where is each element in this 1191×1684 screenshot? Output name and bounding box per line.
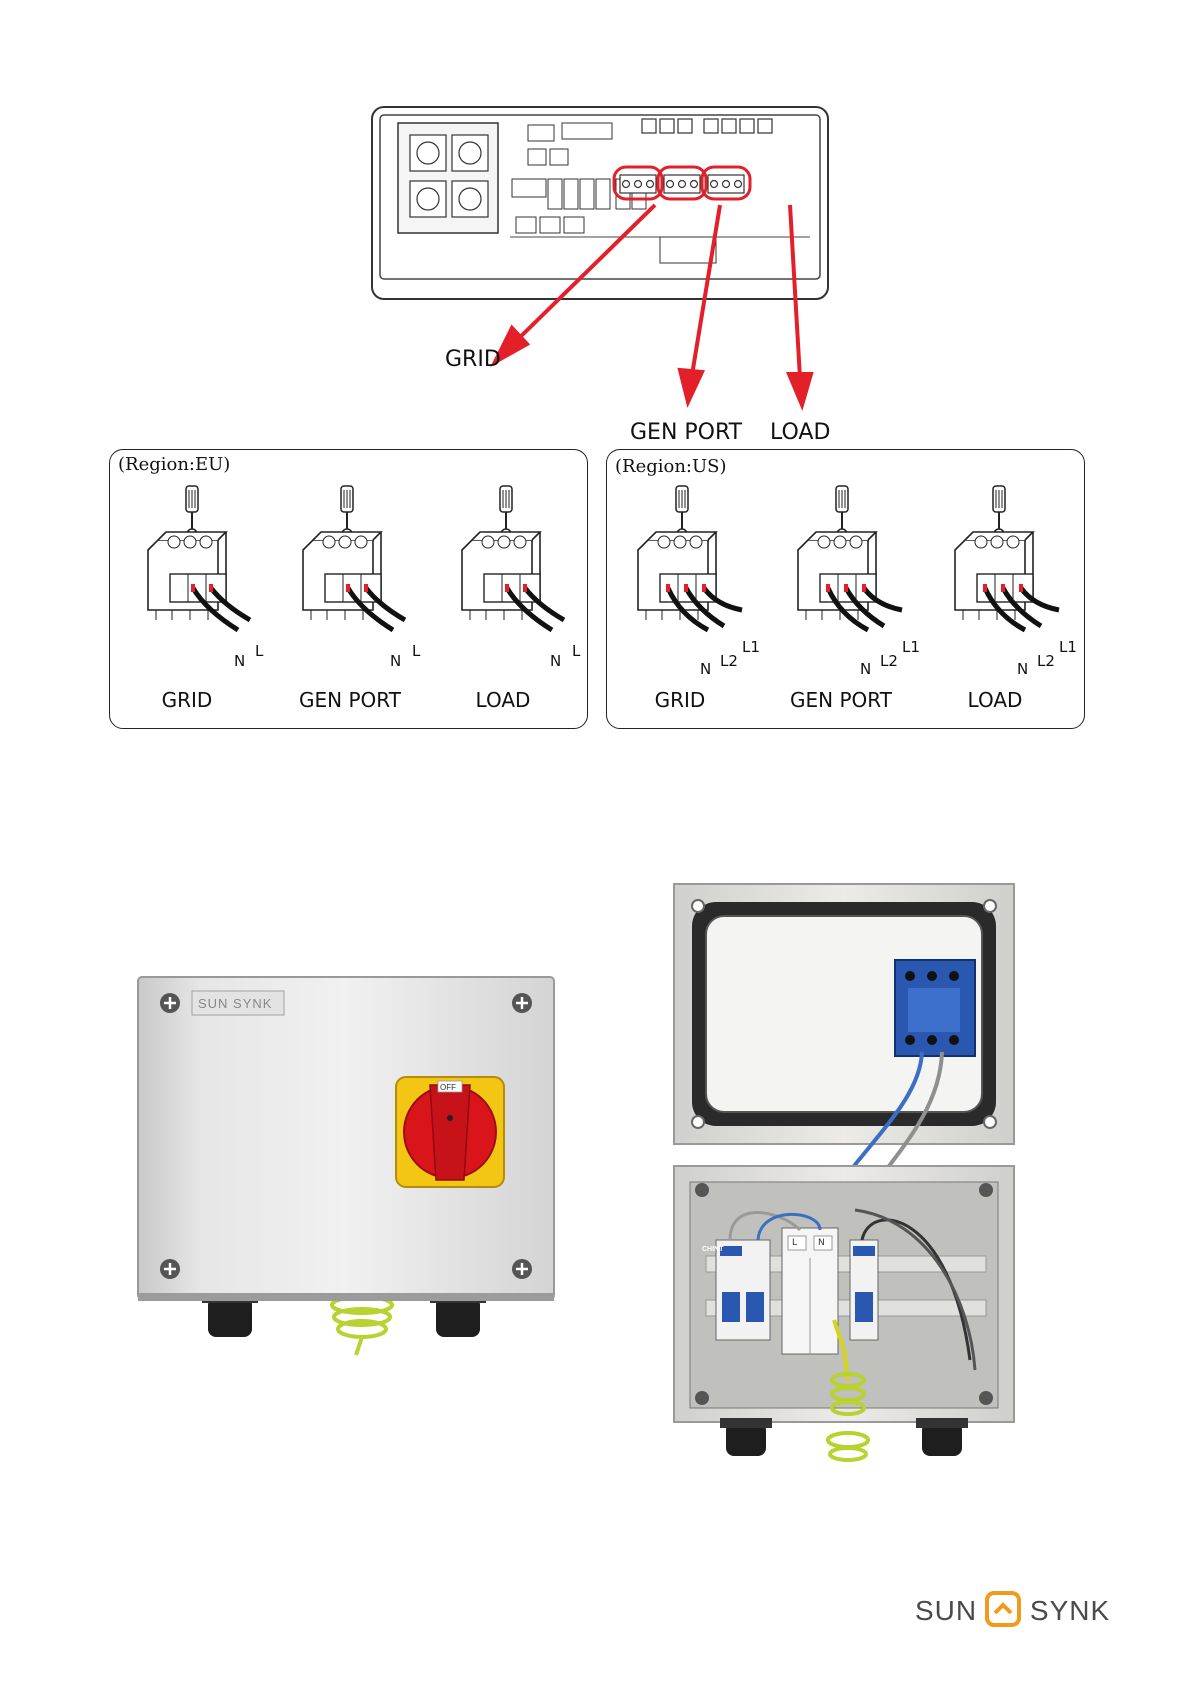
wire-label-l1: L1 (1059, 638, 1077, 656)
terminal-label-load: LOAD (920, 688, 1070, 712)
eu-grid-block (148, 486, 250, 630)
eu-load-block (462, 486, 564, 630)
wire-label-n: N (234, 652, 245, 670)
wire-label-l: L (572, 642, 580, 660)
wire-label-l1: L1 (902, 638, 920, 656)
terminal-illustrations (0, 480, 1191, 680)
wire-label-n: N (700, 660, 711, 678)
wire-label-n: N (390, 652, 401, 670)
terminal-label-grid: GRID (605, 688, 755, 712)
breaker-brand-label: CHINT (702, 1246, 723, 1253)
open-breaker-box (670, 880, 1020, 1480)
callout-load: LOAD (770, 420, 830, 445)
footer-brand: SUN SYNK (915, 1595, 1115, 1627)
spd-terminal-n: N (818, 1238, 825, 1248)
wire-label-l2: L2 (880, 652, 898, 670)
spd-terminal-l: L (792, 1238, 797, 1248)
us-load-block (955, 486, 1059, 630)
wire-label-l: L (412, 642, 420, 660)
wire-label-l2: L2 (720, 652, 738, 670)
wire-label-l1: L1 (742, 638, 760, 656)
callout-gen-port: GEN PORT (630, 420, 742, 445)
region-label: (Region:US) (615, 456, 727, 477)
us-gen-block (798, 486, 902, 630)
switch-state-label: OFF (440, 1083, 456, 1092)
wire-label-n: N (1017, 660, 1028, 678)
wire-label-l: L (255, 642, 263, 660)
us-grid-block (638, 486, 742, 630)
callout-arrows (0, 0, 1191, 440)
eu-gen-block (303, 486, 405, 630)
region-label: (Region:EU) (118, 454, 230, 475)
terminal-label-grid: GRID (112, 688, 262, 712)
terminal-label-gen-port: GEN PORT (275, 688, 425, 712)
terminal-label-load: LOAD (428, 688, 578, 712)
isolator-switch-box (130, 975, 562, 1365)
isolator-brand-label: SUN SYNK (198, 996, 272, 1011)
callout-grid: GRID (445, 347, 501, 372)
wire-label-n: N (860, 660, 871, 678)
footer-logo: SUN SYNK (915, 1585, 1115, 1635)
wire-label-l2: L2 (1037, 652, 1055, 670)
wire-label-n: N (550, 652, 561, 670)
terminal-label-gen-port: GEN PORT (766, 688, 916, 712)
